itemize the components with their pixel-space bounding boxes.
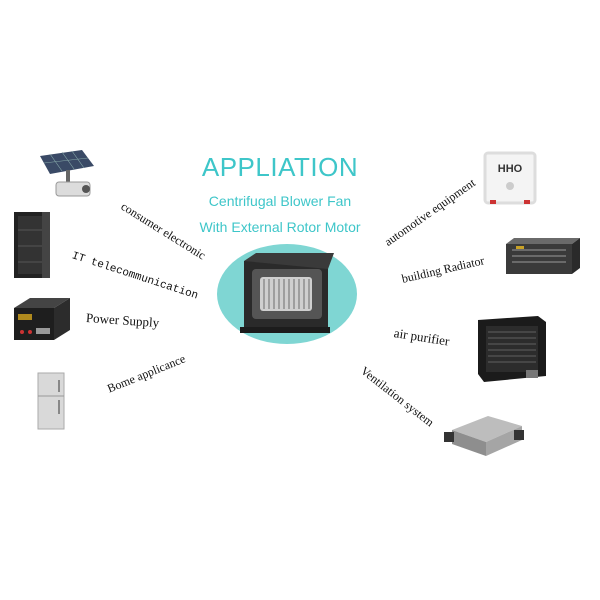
hho-box-icon: HHO <box>483 151 537 205</box>
subtitle-line-2: With External Rotor Motor <box>199 219 361 235</box>
label-air-purifier: air purifier <box>392 325 451 349</box>
label-it-telecommunication: IT telecommunication <box>70 250 200 303</box>
page-title: APPLIATION <box>201 152 359 182</box>
solar-camera-icon <box>40 150 94 197</box>
ventilation-unit-icon <box>444 416 524 456</box>
air-purifier-image <box>474 312 552 384</box>
label-power-supply: Power Supply <box>85 310 160 331</box>
power-supply-image <box>10 294 72 344</box>
air-purifier-icon <box>478 316 546 382</box>
subtitle-line-1: Centrifugal Blower Fan <box>208 193 352 209</box>
server-rack-image <box>12 210 52 280</box>
radiator-icon <box>506 238 580 274</box>
refrigerator-icon <box>37 372 65 430</box>
label-automotive-equipment: automotive equipment <box>381 175 478 249</box>
radiator-image <box>504 236 582 278</box>
label-ventilation-system: Ventilation system <box>357 363 437 430</box>
solar-camera-image <box>36 150 100 206</box>
label-building-radiator: building Radiator <box>400 253 486 286</box>
blower-fan-icon <box>217 244 357 344</box>
server-rack-icon <box>14 212 50 278</box>
svg-text:HHO: HHO <box>498 163 523 175</box>
hho-box-image: HHO <box>482 150 538 206</box>
center-blower-fan-image <box>216 243 358 345</box>
ventilation-unit-image <box>444 412 524 458</box>
label-home-appliance: Bome applicance <box>105 351 188 396</box>
power-supply-icon <box>14 298 70 340</box>
refrigerator-image <box>36 372 66 430</box>
